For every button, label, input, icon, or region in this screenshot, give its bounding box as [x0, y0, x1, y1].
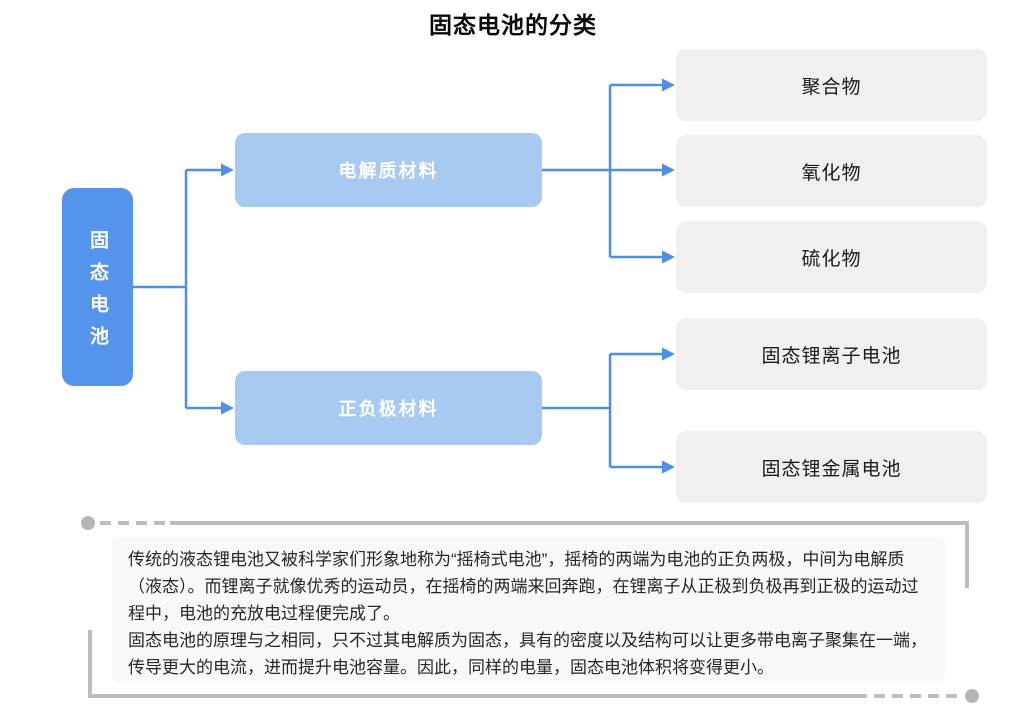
leaf-node-label: 固态锂离子电池	[761, 345, 902, 367]
branch-node-electrode-materials: 正负极材料	[235, 371, 542, 445]
arrow-to-leaf-2	[662, 163, 675, 177]
leaf-node-sulfide: 硫化物	[676, 221, 987, 293]
arrow-to-leaf-4	[662, 347, 675, 361]
arrow-to-branch-1	[221, 163, 234, 177]
leaf-node-solid-state-li-ion-battery: 固态锂离子电池	[676, 318, 987, 390]
arrow-to-leaf-1	[662, 78, 675, 92]
leaf-node-label: 固态锂金属电池	[761, 458, 902, 480]
arrow-to-leaf-3	[662, 250, 675, 264]
arrow-to-leaf-5	[662, 460, 675, 474]
branch-node-label: 正负极材料	[338, 399, 439, 419]
connector-branch2-to-leaves	[542, 347, 675, 474]
leaf-node-label: 氧化物	[801, 162, 862, 184]
root-node-solid-state-battery: 固态电池	[62, 188, 133, 386]
leaf-node-solid-state-li-metal-battery: 固态锂金属电池	[676, 431, 987, 503]
leaf-node-label: 聚合物	[801, 76, 862, 98]
decoration-dot-top-left	[81, 516, 95, 530]
decoration-dot-bottom-right	[965, 689, 979, 703]
explanation-note-box: 传统的液态锂电池又被科学家们形象地称为“摇椅式电池”，摇椅的两端为电池的正负两极…	[112, 537, 945, 683]
page-title: 固态电池的分类	[429, 12, 597, 38]
connector-branch1-to-leaves	[542, 78, 675, 264]
leaf-node-polymer: 聚合物	[676, 49, 987, 121]
leaf-node-oxide: 氧化物	[676, 135, 987, 207]
arrow-to-branch-2	[221, 401, 234, 415]
leaf-node-label: 硫化物	[801, 248, 862, 270]
branch-node-label: 电解质材料	[338, 161, 439, 181]
note-paragraph-2: 固态电池的原理与之相同，只不过其电解质为固态，具有的密度以及结构可以让更多带电离…	[128, 631, 927, 677]
connector-root-to-branches	[133, 163, 234, 415]
note-paragraph-1: 传统的液态锂电池又被科学家们形象地称为“摇椅式电池”，摇椅的两端为电池的正负两极…	[128, 550, 919, 623]
branch-node-electrolyte-materials: 电解质材料	[235, 133, 542, 207]
root-node-label: 固态电池	[87, 229, 108, 358]
